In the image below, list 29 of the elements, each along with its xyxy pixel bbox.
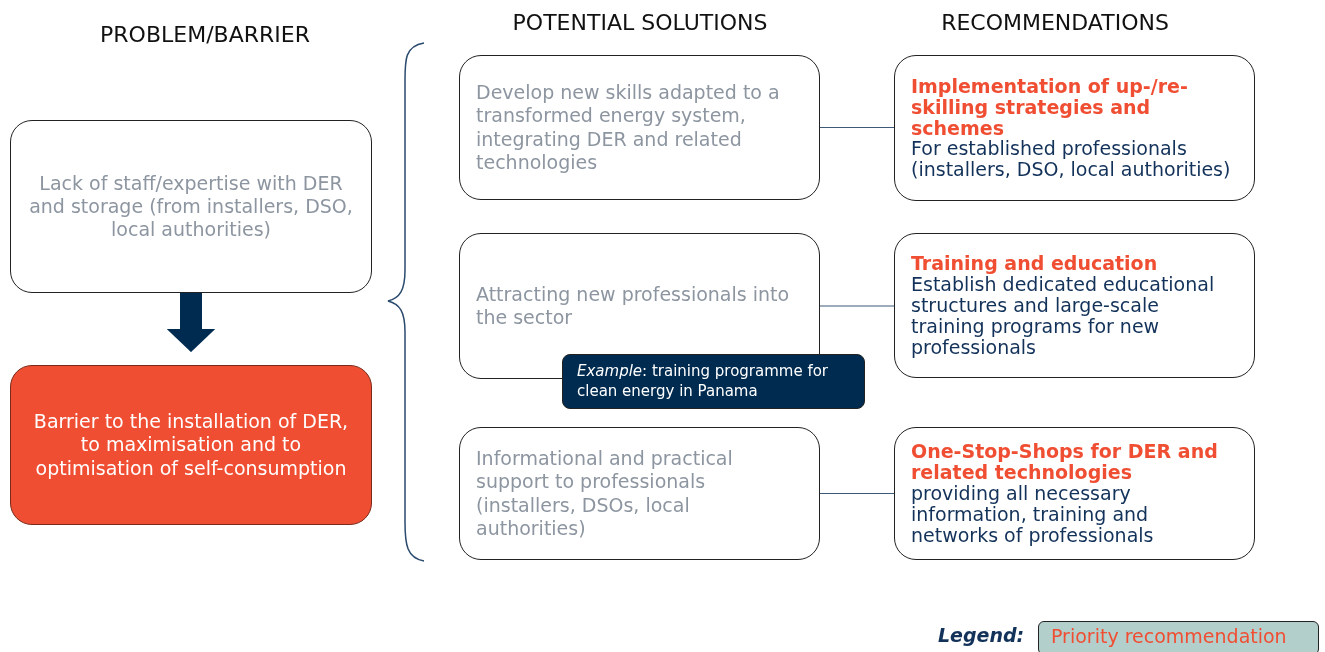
box-text: Develop new skills adapted to a transformed energy system, integrating DER and related technologies	[476, 81, 781, 174]
box-text: Establish dedicated educational structures and large-scale training programs for new professionals	[911, 274, 1216, 358]
recommendation-box	[894, 55, 1255, 201]
solution-box	[459, 55, 820, 200]
connector-line	[819, 492, 895, 495]
column-heading: RECOMMENDATIONS	[941, 10, 1169, 35]
box-text: Informational and practical support to professionals (installers, DSOs, local authorities)	[476, 447, 734, 540]
box-text: Example: training programme for clean energy in Panama	[577, 362, 830, 401]
example-tooltip	[562, 354, 865, 409]
connector-line	[819, 305, 895, 307]
solution-box	[459, 427, 820, 560]
barrier-box	[10, 365, 372, 525]
recommendation-title: One-Stop-Shops for DER and related technologies	[911, 441, 1219, 484]
box-text: Attracting new professionals into the sector	[476, 282, 791, 330]
legend-title: Legend:	[938, 624, 1025, 646]
problem-box	[10, 120, 372, 293]
column-heading: PROBLEM/BARRIER	[100, 22, 310, 47]
box-text: Barrier to the installation of DER, to maximisation and to optimisation of self-consumption	[32, 410, 350, 480]
box-text: For established professionals (installers, DSO, local authorities)	[911, 138, 1232, 181]
recommendation-title: Training and education	[911, 253, 1159, 275]
box-text: providing all necessary information, training and networks of professionals	[911, 483, 1155, 546]
connector-line	[819, 126, 895, 129]
column-heading: POTENTIAL SOLUTIONS	[512, 10, 768, 35]
recommendation-title: Implementation of up-/re-skilling strategies and schemes	[911, 75, 1189, 139]
box-text: Lack of staff/expertise with DER and storage (from installers, DSO, local authorities)	[28, 171, 354, 242]
recommendation-box	[894, 233, 1255, 378]
recommendation-box	[894, 427, 1255, 560]
block-arrow	[166, 293, 216, 353]
legend-text: Priority recommendation	[1051, 625, 1287, 647]
